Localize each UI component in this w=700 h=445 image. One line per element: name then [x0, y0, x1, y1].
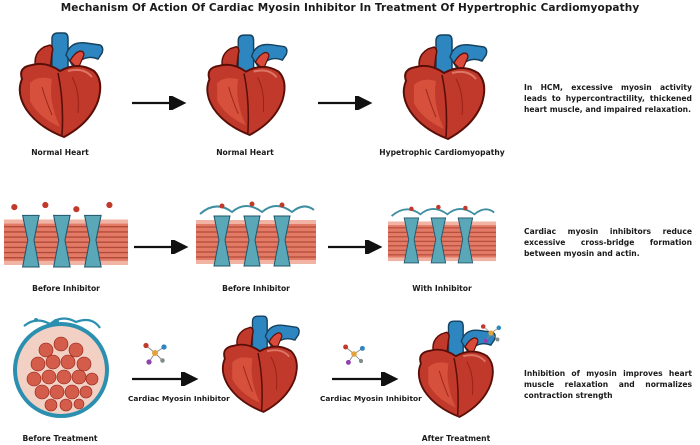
description-row2: Cardiac myosin inhibitors reduce excessi… [524, 227, 692, 258]
arrow-2 [318, 96, 373, 110]
caption-with-inhibitor: With Inhibitor [412, 284, 472, 293]
fiber-with-inhibitor [388, 192, 496, 278]
arrow-1 [132, 96, 187, 110]
normal-heart-illustration-2 [196, 32, 292, 140]
inhibitor-label-1: Cardiac Myosin Inhibitor [128, 394, 230, 403]
inhibitor-molecule-icon-1 [140, 338, 170, 368]
arrow-5 [132, 372, 199, 386]
description-row1: In HCM, excessive myosin activity leads … [524, 83, 692, 114]
normal-heart-illustration-1 [8, 30, 108, 142]
after-treatment-molecule-icon [478, 320, 504, 346]
caption-after-treatment: After Treatment [421, 434, 491, 443]
caption-before-inhibitor-2: Before Inhibitor [222, 284, 290, 293]
arrow-4 [328, 240, 383, 254]
caption-before-inhibitor-1: Before Inhibitor [32, 284, 100, 293]
caption-normal-heart-2: Normal Heart [216, 148, 274, 157]
inhibitor-molecule-icon-2 [340, 340, 368, 368]
caption-hcm-heart: Hypetrophic Cardiomyopathy [379, 148, 505, 157]
fiber-before-inhibitor-2 [196, 192, 316, 278]
treated-heart-illustration-1 [212, 312, 304, 418]
inhibitor-label-2: Cardiac Myosin Inhibitor [320, 394, 422, 403]
page-title: Mechanism Of Action Of Cardiac Myosin In… [60, 2, 640, 14]
description-row3: Inhibition of myosin improves heart musc… [524, 369, 692, 400]
fiber-before-inhibitor-1 [4, 192, 128, 278]
hcm-heart-illustration [392, 32, 492, 144]
caption-before-treatment: Before Treatment [22, 434, 98, 443]
arrow-3 [134, 240, 189, 254]
muscle-cross-section-illustration [6, 312, 116, 424]
arrow-6 [332, 372, 399, 386]
caption-normal-heart-1: Normal Heart [31, 148, 89, 157]
